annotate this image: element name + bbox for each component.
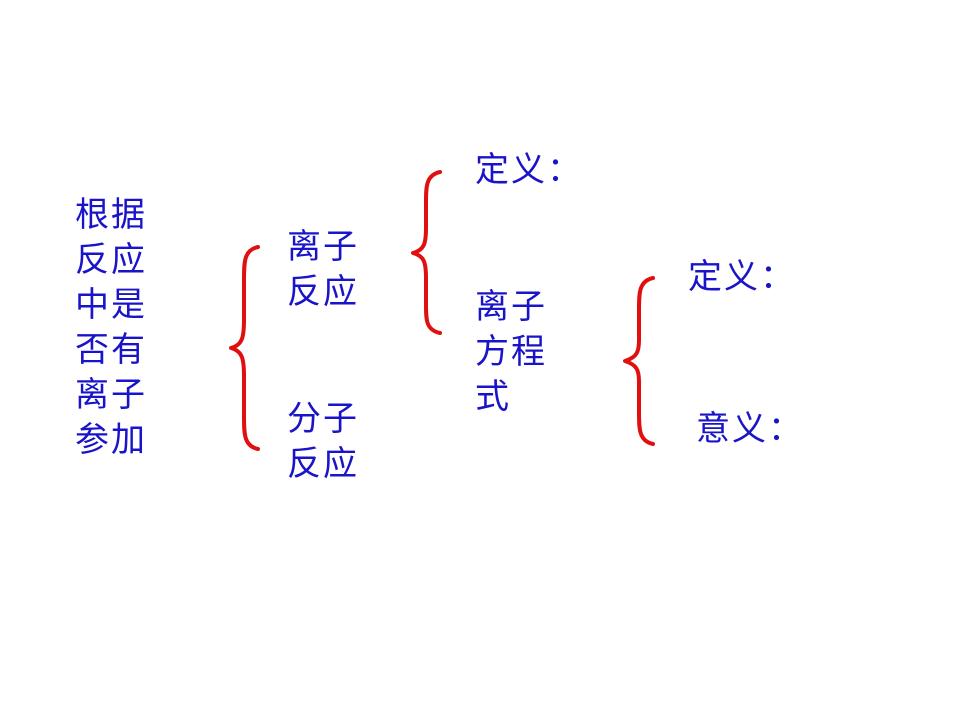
ionic-equation-label: 离子 方程 式: [475, 287, 547, 417]
root-label: 根据 反应 中是 否有 离子 参加: [75, 195, 147, 460]
definition-label-2: 定义：: [688, 257, 796, 297]
ion-reaction-label: 离子 反应: [287, 227, 359, 312]
definition-label-1: 定义：: [475, 150, 583, 190]
brace-ion-reaction: [411, 170, 442, 335]
meaning-label: 意义：: [696, 409, 804, 449]
molecular-reaction-label: 分子 反应: [287, 399, 359, 484]
brace-ionic-equation: [623, 276, 655, 446]
brace-reaction-types: [229, 245, 260, 451]
